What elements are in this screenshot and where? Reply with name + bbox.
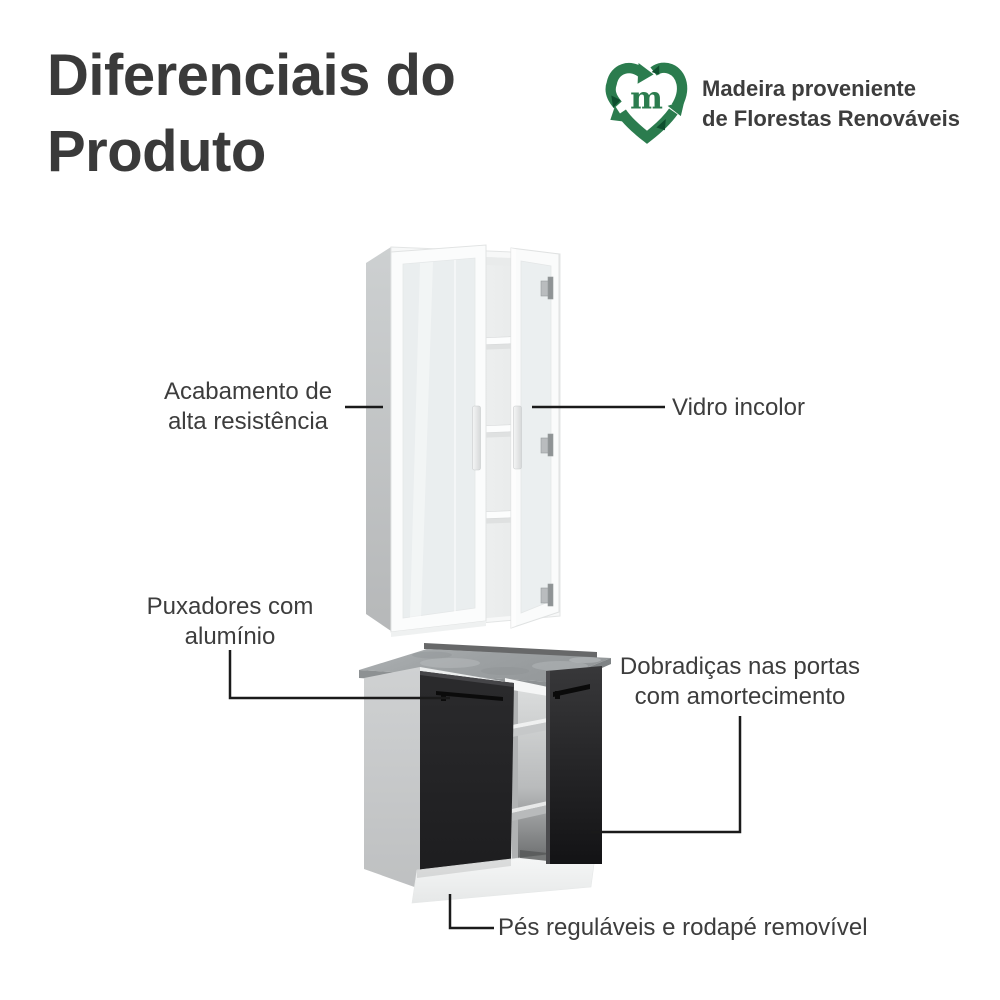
arrowhead bbox=[610, 105, 626, 122]
callout-line-dobradicas bbox=[591, 716, 742, 834]
arrowhead bbox=[637, 63, 654, 84]
aluminum-handle bbox=[472, 405, 481, 471]
glass-pane bbox=[402, 257, 476, 619]
black-handle bbox=[436, 691, 503, 701]
lower-cabinet bbox=[359, 643, 611, 904]
glass-reflection bbox=[410, 262, 433, 618]
arrow-shadow bbox=[611, 95, 621, 108]
lower-cabinet-side-panel bbox=[364, 667, 420, 889]
badge-text: Madeira proveniente de Florestas Renováv… bbox=[702, 76, 961, 131]
upper-cabinet bbox=[366, 244, 561, 637]
callout-lines bbox=[228, 405, 742, 930]
page-title: Diferenciais do Produto bbox=[47, 43, 456, 184]
shelf bbox=[512, 805, 548, 821]
shelf bbox=[512, 722, 548, 737]
arrow-shadow bbox=[651, 65, 660, 75]
aluminum-handle bbox=[513, 405, 522, 470]
recycle-arrow-bottom bbox=[617, 108, 678, 144]
callout-line-puxadores bbox=[228, 650, 450, 700]
arrowhead bbox=[667, 100, 685, 117]
callout-pes: Pés reguláveis e rodapé removível bbox=[498, 914, 868, 941]
black-door-closed bbox=[420, 671, 514, 875]
black-door-open bbox=[546, 666, 602, 864]
glass-door-closed bbox=[390, 244, 487, 633]
upper-cabinet-bottom-board bbox=[391, 621, 486, 637]
glass-door-open bbox=[510, 247, 560, 629]
door-edge-highlight bbox=[546, 671, 550, 864]
countertop-back-shadow bbox=[424, 643, 597, 658]
recycle-arrow-right bbox=[650, 62, 688, 110]
callout-acabamento: Acabamento de alta resistência bbox=[163, 378, 333, 435]
hinges bbox=[540, 276, 554, 607]
glass-pane bbox=[520, 260, 552, 614]
carcass-top-strip bbox=[505, 678, 548, 698]
recycle-heart-icon: m bbox=[605, 62, 688, 144]
renewable-forest-badge: m Madeira proveniente de Florestas Renov… bbox=[600, 56, 960, 150]
lower-cabinet-interior bbox=[512, 690, 548, 868]
callout-line-pes bbox=[448, 894, 494, 930]
black-handle bbox=[553, 684, 590, 697]
upper-cabinet-side-panel bbox=[366, 247, 391, 631]
door-top-highlight bbox=[420, 671, 514, 687]
callout-puxadores: Puxadores com alumínio bbox=[146, 593, 314, 650]
callout-dobradicas: Dobradiças nas portas com amortecimento bbox=[619, 653, 861, 710]
logo-letter-m: m bbox=[630, 81, 663, 117]
callout-vidro: Vidro incolor bbox=[672, 394, 805, 421]
handle-bracket bbox=[555, 691, 560, 699]
arrow-shadow bbox=[656, 118, 666, 131]
